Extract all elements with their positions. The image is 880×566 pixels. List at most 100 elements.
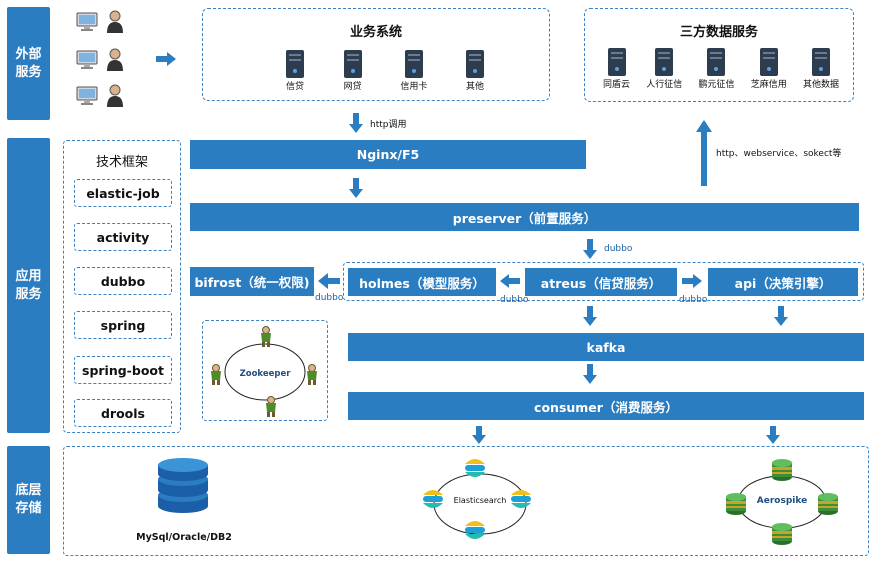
side-label-storage: 底层 存储 [7, 446, 50, 554]
dubbo-label: dubbo [315, 293, 344, 303]
server-icon [607, 48, 626, 76]
business-system-label: 信贷 [285, 82, 304, 92]
zookeeper-worker-icon [307, 364, 317, 385]
business-system-item: 信贷 [285, 49, 305, 92]
business-system-item: 网贷 [343, 49, 363, 92]
third-party-label: 芝麻信用 [750, 80, 787, 90]
consumer-bar: consumer（消费服务） [348, 392, 864, 420]
business-system-item: 信用卡 [400, 49, 427, 92]
business-system-label: 其他 [465, 82, 484, 92]
arrow-down-icon [583, 239, 597, 259]
business-system-list: 信贷 网贷 信用卡 其他 [285, 49, 485, 92]
arrow-down-icon [349, 178, 363, 198]
elasticsearch-label: Elasticsearch [453, 496, 507, 505]
third-party-box: 三方数据服务 同盾云 人行征信 鹏元征信 芝麻信用 其他数据 [584, 8, 854, 102]
server-icon [655, 48, 674, 76]
dubbo-label: dubbo [604, 244, 633, 254]
side-label-application: 应用 服务 [7, 138, 50, 433]
aerospike-node-icon [772, 459, 792, 481]
zookeeper-worker-icon [261, 326, 271, 347]
external-users [76, 10, 136, 110]
side-label-external: 外部 服务 [7, 7, 50, 120]
kafka-bar: kafka [348, 333, 864, 361]
arrow-right-icon [682, 274, 702, 288]
zookeeper-label: Zookeeper [239, 369, 291, 379]
user-row [76, 10, 124, 34]
third-party-protocols-label: http、webservice、sokect等 [716, 149, 842, 159]
framework-item-dubbo: dubbo [74, 267, 172, 295]
database-icon [158, 458, 208, 513]
third-party-item: 同盾云 [603, 47, 630, 90]
atreus-box: atreus（信贷服务） [525, 268, 677, 296]
side-label-application-text: 应用 服务 [15, 268, 42, 302]
arrow-down-icon [472, 426, 486, 444]
arrow-down-icon [583, 306, 597, 326]
person-icon [107, 10, 123, 33]
third-party-list: 同盾云 人行征信 鹏元征信 芝麻信用 其他数据 [603, 47, 839, 90]
person-icon [107, 84, 123, 107]
framework-item-spring-boot: spring-boot [74, 356, 172, 384]
server-icon [404, 50, 423, 78]
database-label: MySql/Oracle/DB2 [136, 532, 232, 543]
aerospike-node-icon [772, 523, 792, 545]
side-label-external-text: 外部 服务 [15, 46, 42, 80]
server-icon [465, 50, 484, 78]
user-row [76, 48, 124, 72]
elasticsearch-icon [465, 459, 485, 477]
framework-item-elastic-job: elastic-job [74, 179, 172, 207]
server-icon [343, 50, 362, 78]
arrow-down-icon [766, 426, 780, 444]
server-icon [759, 48, 778, 76]
business-system-label: 信用卡 [400, 82, 428, 92]
elasticsearch-icon [423, 490, 443, 508]
arrow-left-icon [318, 273, 340, 289]
user-row [76, 84, 124, 108]
business-system-label: 网贷 [343, 82, 362, 92]
holmes-box: holmes（模型服务） [348, 268, 496, 296]
zookeeper-worker-icon [211, 364, 221, 385]
third-party-item: 芝麻信用 [751, 47, 787, 90]
third-party-label: 人行征信 [646, 80, 683, 90]
arrow-left-icon [500, 274, 520, 288]
aerospike-node-icon [818, 493, 838, 515]
elasticsearch-icon [465, 521, 485, 539]
tech-framework-title: 技术框架 [95, 155, 148, 170]
arrow-down-icon [349, 113, 363, 133]
preserver-bar: preserver（前置服务） [190, 203, 859, 231]
arrow-down-icon [774, 306, 788, 326]
arrow-right-icon [156, 52, 176, 66]
server-icon [286, 50, 304, 78]
person-icon [107, 48, 123, 71]
bifrost-box: bifrost（统一权限) [190, 267, 314, 296]
framework-item-drools: drools [74, 399, 172, 427]
framework-item-spring: spring [74, 311, 172, 339]
tech-framework-box: 技术框架 elastic-job activity dubbo spring s… [63, 140, 181, 433]
third-party-item: 鹏元征信 [698, 47, 734, 90]
dubbo-label: dubbo [679, 295, 708, 305]
third-party-label: 鹏元征信 [698, 80, 735, 90]
api-box: api（决策引擎） [708, 268, 858, 296]
third-party-title: 三方数据服务 [679, 25, 758, 40]
aerospike-node-icon [726, 493, 746, 515]
elasticsearch-icon [511, 490, 531, 508]
arrow-up-icon [696, 120, 712, 186]
nginx-bar: Nginx/F5 [190, 140, 586, 169]
server-icon [811, 48, 830, 76]
dubbo-label: dubbo [500, 295, 529, 305]
arrow-down-icon [583, 364, 597, 384]
aerospike-label: Aerospike [756, 496, 808, 506]
business-system-box: 业务系统 信贷 网贷 信用卡 其他 [202, 8, 550, 101]
zookeeper-box: Zookeeper [202, 320, 328, 421]
third-party-label: 同盾云 [603, 80, 631, 90]
computer-icon [76, 50, 98, 69]
business-system-title: 业务系统 [349, 25, 402, 40]
computer-icon [76, 12, 98, 31]
business-system-item: 其他 [465, 49, 485, 92]
side-label-storage-text: 底层 存储 [15, 483, 42, 516]
zookeeper-worker-icon [266, 396, 276, 417]
third-party-label: 其他数据 [802, 80, 839, 90]
third-party-item: 人行征信 [646, 47, 682, 90]
server-icon [707, 48, 726, 76]
third-party-item: 其他数据 [803, 47, 839, 90]
computer-icon [76, 86, 98, 105]
